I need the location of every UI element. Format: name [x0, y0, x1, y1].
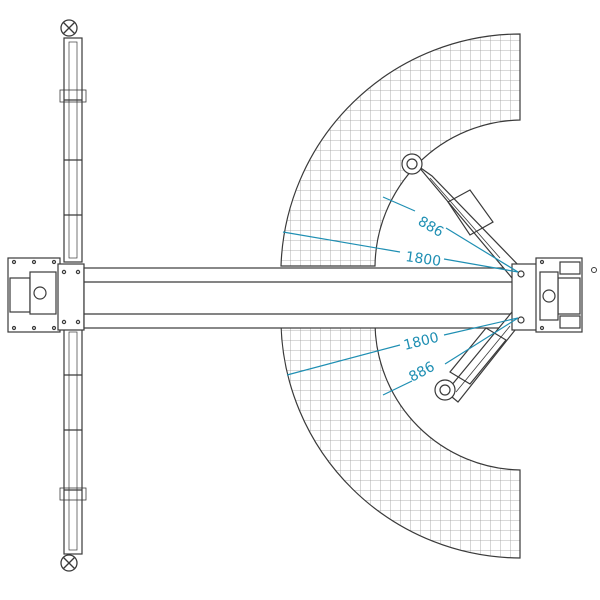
lower-arm-swing-area — [280, 323, 521, 559]
left-base-plate — [7, 257, 61, 333]
upper-arm-swing-area — [280, 33, 521, 267]
left-carriage — [57, 263, 85, 331]
top-wheel-icon — [60, 19, 78, 37]
bottom-wheel-icon — [60, 554, 78, 572]
left-vertical-beam — [59, 37, 87, 555]
dim-label-upper-inner: 886 — [415, 214, 446, 241]
right-base-plate — [535, 257, 583, 333]
upper-lift-arm — [401, 153, 524, 279]
right-carriage — [511, 263, 539, 331]
dim-label-lower-inner: 886 — [406, 359, 437, 386]
dimension-lines — [282, 196, 519, 396]
dim-label-lower-outer: 1800 — [402, 330, 440, 354]
dim-label-upper-outer: 1800 — [404, 249, 442, 270]
main-horizontal-beam — [83, 267, 515, 329]
reference-point-icon — [591, 267, 597, 273]
